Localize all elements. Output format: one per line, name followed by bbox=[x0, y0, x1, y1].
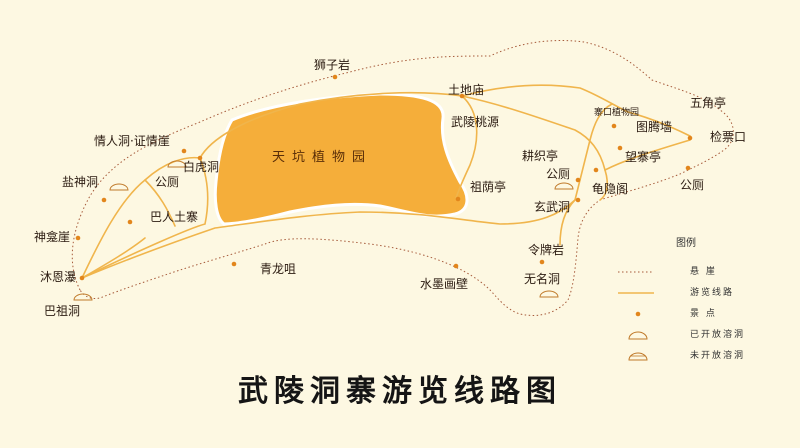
spot-dot bbox=[197, 155, 203, 161]
spot-label-muen: 沐恩瀑 bbox=[40, 270, 77, 284]
spot-label-gongce-left: 公厕 bbox=[155, 175, 180, 189]
cave-open-icon bbox=[109, 183, 129, 191]
spot-dot bbox=[459, 93, 465, 99]
map-title: 武陵洞寨游览线路图 bbox=[238, 374, 562, 409]
spot-label-baren: 巴人土寨 bbox=[150, 210, 199, 224]
spot-dot bbox=[575, 197, 581, 203]
legend-item-cave-closed: 未开放溶洞 bbox=[608, 346, 790, 364]
spot-label-shuimo: 水墨画壁 bbox=[420, 277, 469, 291]
spot-dot bbox=[79, 275, 85, 281]
legend-label: 已开放溶洞 bbox=[690, 330, 746, 340]
spot-dot bbox=[453, 263, 459, 269]
spot-label-zuyin: 祖荫亭 bbox=[470, 180, 507, 194]
spot-label-xuanwu: 玄武洞 bbox=[534, 200, 571, 214]
route-line-icon bbox=[618, 292, 654, 294]
legend-item-cliff: 悬 崖 bbox=[608, 262, 790, 280]
spot-dot bbox=[101, 197, 107, 203]
spot-dots bbox=[75, 74, 693, 281]
spot-dot bbox=[617, 145, 623, 151]
spot-dot bbox=[687, 135, 693, 141]
legend-item-route: 游览线路 bbox=[608, 283, 790, 301]
spot-dot bbox=[685, 165, 691, 171]
spot-label-zhaikou: 寨口植物园 bbox=[594, 108, 640, 118]
spot-label-wulingtaoyuan: 武陵桃源 bbox=[451, 115, 500, 129]
spot-label-gongce-right: 公厕 bbox=[680, 178, 705, 192]
cave-open-icon bbox=[167, 160, 187, 168]
spot-label-yanshen: 盐神洞 bbox=[62, 175, 99, 189]
spot-label-guiyin: 龟隐阁 bbox=[592, 182, 629, 196]
tour-routes bbox=[81, 84, 691, 279]
legend-label: 悬 崖 bbox=[690, 267, 717, 277]
spot-label-bazu: 巴祖洞 bbox=[44, 304, 81, 318]
cave-markers bbox=[73, 160, 574, 301]
spot-label-lingpai: 令牌岩 bbox=[528, 243, 565, 257]
spot-label-shenkan: 神龛崖 bbox=[34, 230, 71, 244]
cave-open-icon bbox=[73, 293, 93, 301]
spot-dot bbox=[539, 259, 545, 265]
legend-title: 图例 bbox=[676, 238, 696, 249]
legend-label: 游览线路 bbox=[690, 288, 735, 298]
spot-dot bbox=[575, 177, 581, 183]
spot-label-qingren: 情人洞·证情崖 bbox=[94, 134, 170, 148]
cave-closed-icon bbox=[628, 352, 648, 361]
spot-label-tudimiao: 土地庙 bbox=[448, 83, 485, 97]
spot-label-wuming: 无名洞 bbox=[524, 272, 561, 286]
spot-label-shizi: 狮子岩 bbox=[314, 58, 351, 72]
spot-dot bbox=[455, 196, 461, 202]
spot-dot bbox=[231, 261, 237, 267]
spot-label-wujiao: 五角亭 bbox=[690, 96, 727, 110]
spot-label-gengzhi: 耕织亭 bbox=[522, 149, 559, 163]
spot-label-wangzhai: 望寨亭 bbox=[625, 150, 662, 164]
spot-label-qinglong: 青龙咀 bbox=[260, 262, 297, 276]
spot-label-jianpiao: 检票口 bbox=[710, 130, 747, 144]
spot-label-tuteng: 图腾墙 bbox=[636, 120, 673, 134]
legend-item-spot: 景 点 bbox=[608, 304, 790, 322]
legend: 图例 悬 崖 游览线路 景 点 已开放溶洞 未开放溶洞 bbox=[608, 232, 790, 362]
cave-open-icon bbox=[539, 290, 559, 298]
lake-label: 天坑植物园 bbox=[272, 150, 373, 165]
legend-item-cave-open: 已开放溶洞 bbox=[608, 325, 790, 343]
spot-dot bbox=[181, 148, 187, 154]
spot-label-baihu: 白虎洞 bbox=[183, 160, 220, 174]
spot-dot-icon bbox=[635, 311, 641, 317]
spot-label-gongce-mid: 公厕 bbox=[546, 167, 571, 181]
spot-dot bbox=[75, 235, 81, 241]
spot-dot bbox=[593, 167, 599, 173]
cliff-line-icon bbox=[618, 271, 654, 273]
spot-dot bbox=[611, 123, 617, 129]
legend-label: 景 点 bbox=[690, 309, 717, 319]
spot-dot bbox=[332, 74, 338, 80]
legend-label: 未开放溶洞 bbox=[690, 351, 746, 361]
cave-open-icon bbox=[554, 182, 574, 190]
cave-open-icon bbox=[628, 331, 648, 340]
spot-dot bbox=[127, 219, 133, 225]
